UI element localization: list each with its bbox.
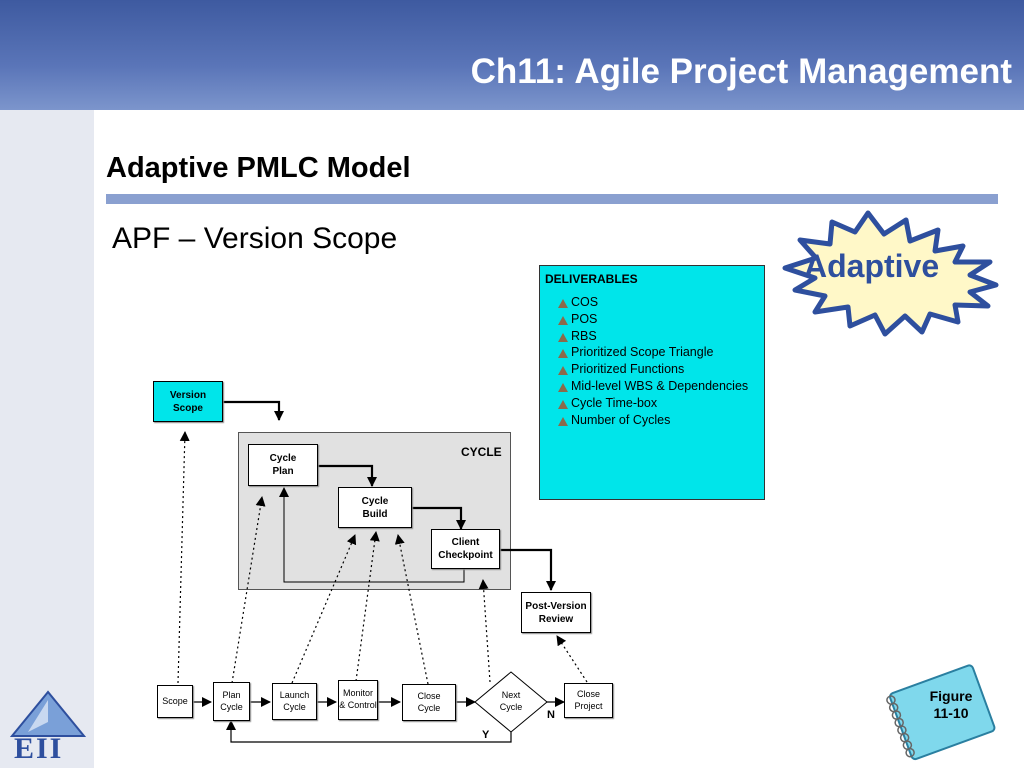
triangle-bullet-icon xyxy=(558,382,568,392)
close-cycle-node: Close Cycle xyxy=(402,684,456,721)
cycle-build-node: Cycle Build xyxy=(338,487,412,528)
deliverable-item: COS xyxy=(540,295,748,312)
client-checkpoint-node: Client Checkpoint xyxy=(431,529,500,569)
header-bar: Ch11: Agile Project Management xyxy=(0,0,1024,110)
decision-no-label: N xyxy=(547,709,555,721)
deliverable-item: Cycle Time-box xyxy=(540,396,748,413)
next-cycle-decision: Next Cycle xyxy=(499,690,523,712)
cycle-label: CYCLE xyxy=(461,445,502,459)
triangle-bullet-icon xyxy=(558,299,568,308)
deliverables-list: COS POS RBS Prioritized Scope Triangle P… xyxy=(540,295,748,429)
deliverables-box: DELIVERABLES COS POS RBS Prioritized Sco… xyxy=(539,265,765,500)
figure-label: Figure 11-10 xyxy=(929,688,973,721)
slide-subtitle: Adaptive PMLC Model xyxy=(106,152,411,184)
triangle-bullet-icon xyxy=(558,366,568,376)
deliverable-item: Prioritized Scope Triangle xyxy=(540,345,748,362)
adaptive-badge-label: Adaptive xyxy=(804,248,940,284)
deliverable-item: Number of Cycles xyxy=(540,413,748,430)
left-sidebar-strip xyxy=(0,110,94,768)
eii-logo-text: EII xyxy=(14,732,64,765)
close-project-node: Close Project xyxy=(564,683,613,718)
post-version-review-node: Post-Version Review xyxy=(521,592,591,633)
plan-cycle-node: Plan Cycle xyxy=(213,682,250,721)
deliverable-item: Mid-level WBS & Dependencies xyxy=(540,379,748,396)
deliverables-title: DELIVERABLES xyxy=(545,272,638,286)
triangle-bullet-icon xyxy=(558,315,568,325)
deliverable-item: Prioritized Functions xyxy=(540,362,748,379)
cycle-plan-node: Cycle Plan xyxy=(248,444,318,486)
deliverable-item: POS xyxy=(540,312,748,329)
triangle-bullet-icon xyxy=(558,332,568,342)
deliverable-item: RBS xyxy=(540,329,748,346)
triangle-bullet-icon xyxy=(558,416,568,426)
version-scope-node: Version Scope xyxy=(153,381,223,422)
scope-node: Scope xyxy=(157,685,193,718)
slide-header-title: Ch11: Agile Project Management xyxy=(470,52,1012,91)
title-underline-rule xyxy=(106,194,998,204)
monitor-control-node: Monitor & Control xyxy=(338,680,378,720)
launch-cycle-node: Launch Cycle xyxy=(272,683,317,720)
triangle-bullet-icon xyxy=(558,399,568,409)
slide-heading: APF – Version Scope xyxy=(112,222,398,255)
decision-yes-label: Y xyxy=(482,729,490,741)
triangle-bullet-icon xyxy=(558,349,568,359)
